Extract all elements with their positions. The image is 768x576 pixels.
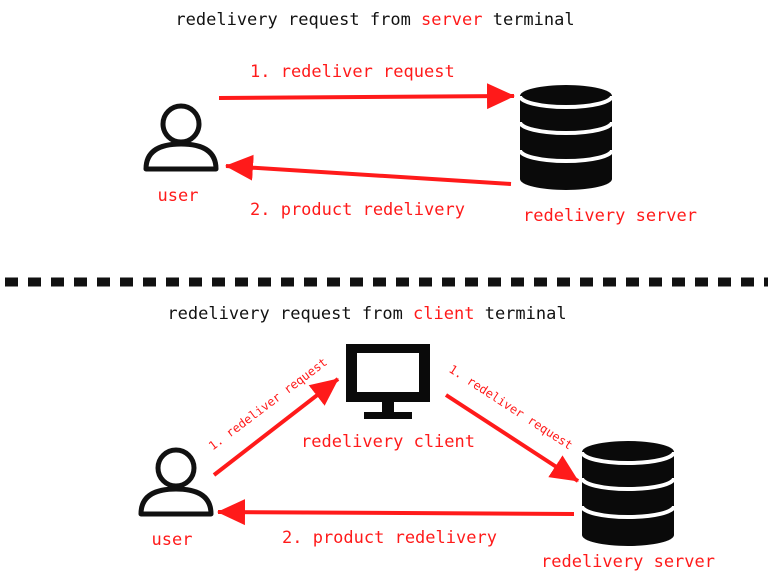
server-label: redelivery server bbox=[541, 552, 715, 572]
database-icon bbox=[518, 85, 614, 190]
client-label: redelivery client bbox=[301, 432, 475, 452]
arrow-product-redelivery bbox=[225, 154, 512, 186]
arrow-label: 2. product redelivery bbox=[250, 200, 465, 220]
title-highlight: server bbox=[421, 10, 483, 30]
user-icon bbox=[138, 447, 214, 517]
title-text: redelivery request from bbox=[167, 304, 414, 324]
arrow-user-to-client bbox=[212, 377, 340, 477]
section-title: redelivery request from client terminal bbox=[167, 304, 566, 324]
server-label: redelivery server bbox=[523, 206, 697, 226]
arrow-redeliver-request bbox=[218, 83, 515, 110]
database-icon bbox=[580, 441, 676, 546]
user-label: user bbox=[157, 186, 199, 206]
section-title: redelivery request from server terminal bbox=[175, 10, 574, 30]
user-icon bbox=[143, 103, 219, 172]
monitor-icon bbox=[346, 344, 430, 419]
arrow-client-to-server bbox=[444, 393, 580, 483]
title-text: redelivery request from bbox=[175, 10, 422, 30]
title-text: terminal bbox=[474, 304, 567, 324]
arrow-label: 2. product redelivery bbox=[282, 528, 497, 548]
title-text: terminal bbox=[482, 10, 575, 30]
arrow-product-redelivery bbox=[217, 499, 575, 526]
user-label: user bbox=[151, 530, 193, 550]
arrow-label: 1. redeliver request bbox=[250, 62, 455, 82]
title-highlight: client bbox=[413, 304, 475, 324]
